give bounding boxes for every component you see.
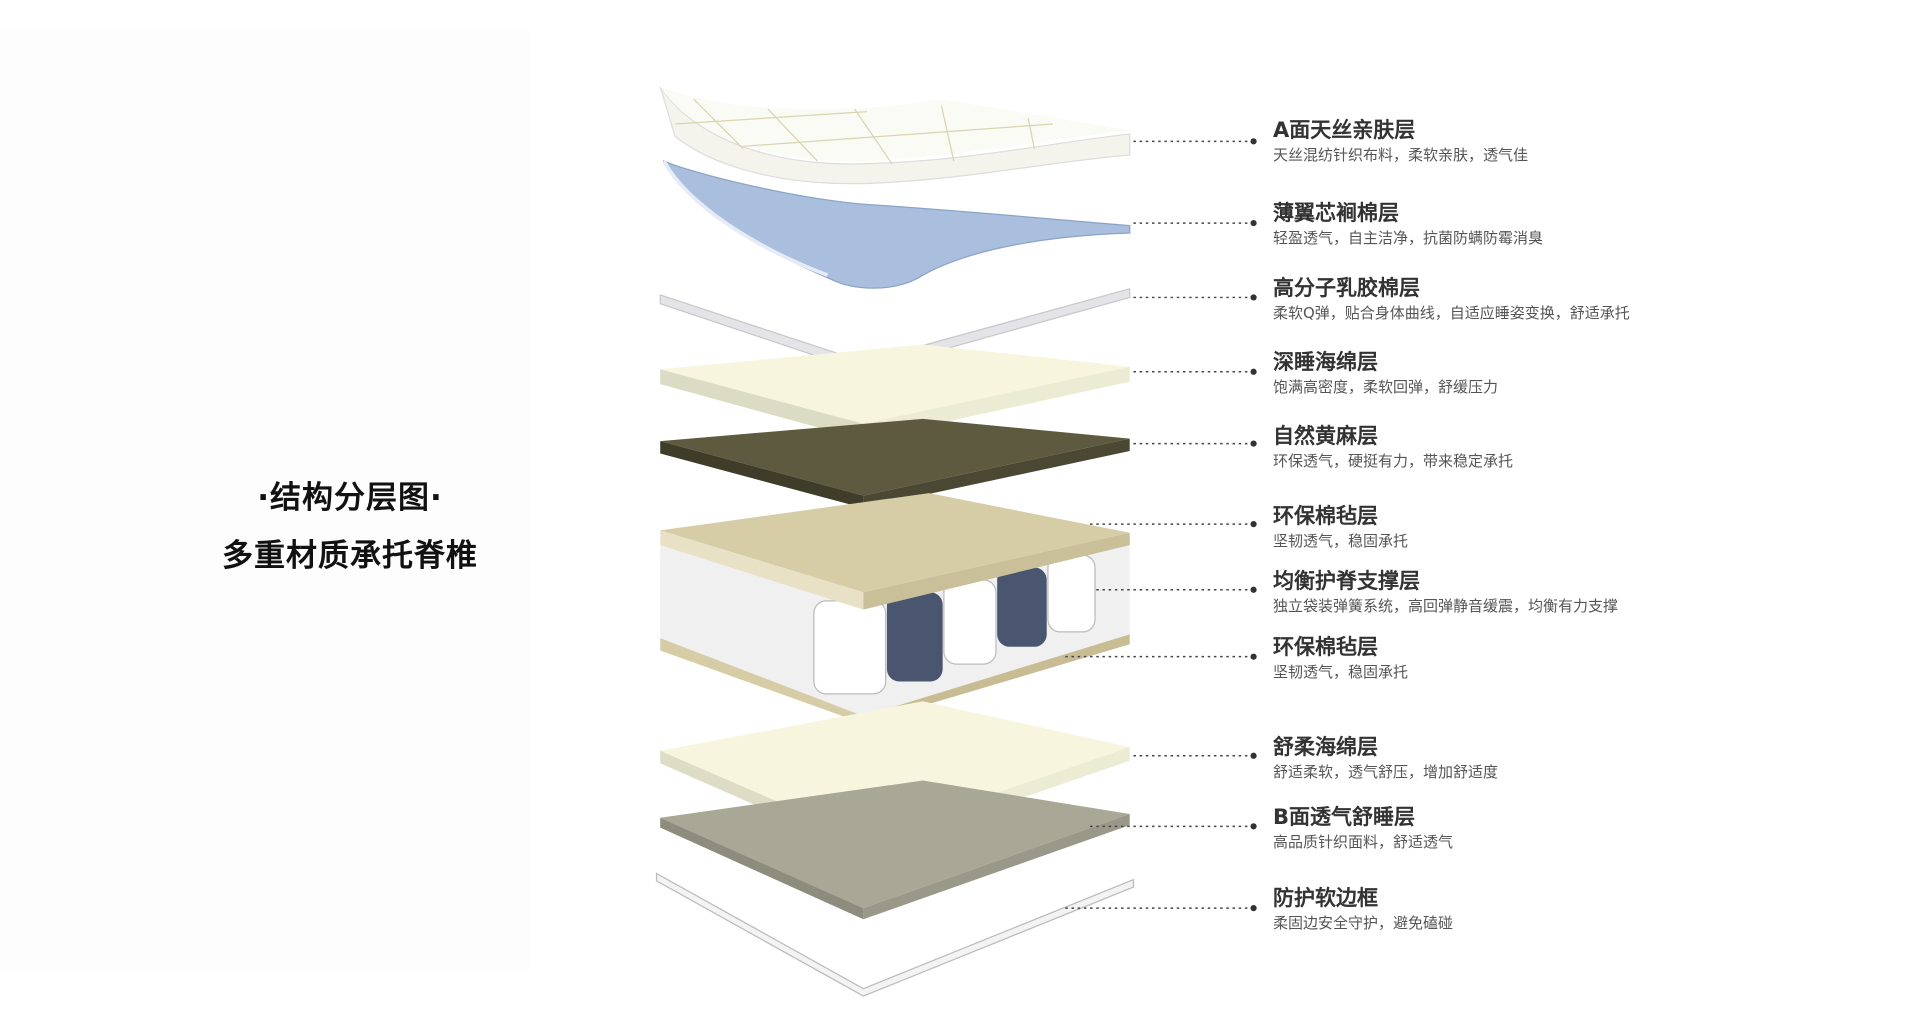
layer-description: 环保透气，硬挺有力，带来稳定承托 [1273, 452, 1514, 470]
layer-name: B面透气舒睡层 [1273, 805, 1416, 829]
layer-description: 坚韧透气，稳固承托 [1273, 663, 1409, 681]
layer-name: 自然黄麻层 [1273, 424, 1378, 448]
layer-description: 舒适柔软，透气舒压，增加舒适度 [1273, 763, 1499, 781]
layer-label: 环保棉毡层坚韧透气，稳固承托 [1273, 635, 1408, 682]
layer-spring-block-shape [660, 493, 1130, 724]
layer-label: 均衡护脊支撑层独立袋装弹簧系统，高回弹静音缓震，均衡有力支撑 [1273, 569, 1618, 616]
diagram-title: ·结构分层图· [257, 480, 443, 516]
layer-description: 轻盈透气，自主洁净，抗菌防螨防霉消臭 [1273, 229, 1544, 247]
layer-label: 深睡海绵层饱满高密度，柔软回弹，舒缓压力 [1273, 350, 1498, 397]
layer-description: 天丝混纺针织布料，柔软亲肤，透气佳 [1273, 146, 1529, 164]
layer-name: 舒柔海绵层 [1273, 735, 1378, 759]
layer-label: 防护软边框柔固边安全守护，避免磕碰 [1273, 886, 1453, 933]
layer-description: 独立袋装弹簧系统，高回弹静音缓震，均衡有力支撑 [1273, 597, 1619, 615]
layer-name: A面天丝亲肤层 [1273, 118, 1416, 142]
layer-label: 舒柔海绵层舒适柔软，透气舒压，增加舒适度 [1273, 735, 1498, 782]
layer-frame-shape [655, 872, 1135, 997]
layer-name: 均衡护脊支撑层 [1273, 569, 1420, 593]
layer-label: A面天丝亲肤层天丝混纺针织布料，柔软亲肤，透气佳 [1273, 118, 1528, 165]
layer-name: 薄翼芯裥棉层 [1273, 201, 1399, 225]
layer-label: 自然黄麻层环保透气，硬挺有力，带来稳定承托 [1273, 424, 1513, 471]
layer-label: 薄翼芯裥棉层轻盈透气，自主洁净，抗菌防螨防霉消臭 [1273, 201, 1543, 248]
connector-dots [1250, 138, 1257, 912]
layer-name: 环保棉毡层 [1273, 504, 1378, 528]
layer-name: 高分子乳胶棉层 [1273, 276, 1420, 300]
left-background-panel [0, 30, 530, 970]
layer-description: 柔固边安全守护，避免磕碰 [1273, 914, 1454, 932]
layer-name: 防护软边框 [1273, 886, 1378, 910]
layer-a-fabric-shape [659, 86, 1131, 185]
layer-jute-shape [660, 418, 1130, 509]
layer-name: 环保棉毡层 [1273, 635, 1378, 659]
layer-description: 高品质针织面料，舒适透气 [1273, 833, 1454, 851]
connector-lines [1065, 140, 1252, 909]
layer-label: 高分子乳胶棉层柔软Q弹，贴合身体曲线，自适应睡姿变换，舒适承托 [1273, 276, 1630, 323]
layer-description: 柔软Q弹，贴合身体曲线，自适应睡姿变换，舒适承托 [1273, 304, 1630, 322]
layer-name: 深睡海绵层 [1273, 350, 1378, 374]
diagram-subtitle: 多重材质承托脊椎 [222, 538, 478, 574]
layer-b-fabric-shape [660, 780, 1130, 920]
spring-coils [813, 554, 1096, 695]
layer-description: 坚韧透气，稳固承托 [1273, 532, 1409, 550]
layer-label: 环保棉毡层坚韧透气，稳固承托 [1273, 504, 1408, 551]
layer-label: B面透气舒睡层高品质针织面料，舒适透气 [1273, 805, 1453, 852]
layer-description: 饱满高密度，柔软回弹，舒缓压力 [1273, 378, 1499, 396]
